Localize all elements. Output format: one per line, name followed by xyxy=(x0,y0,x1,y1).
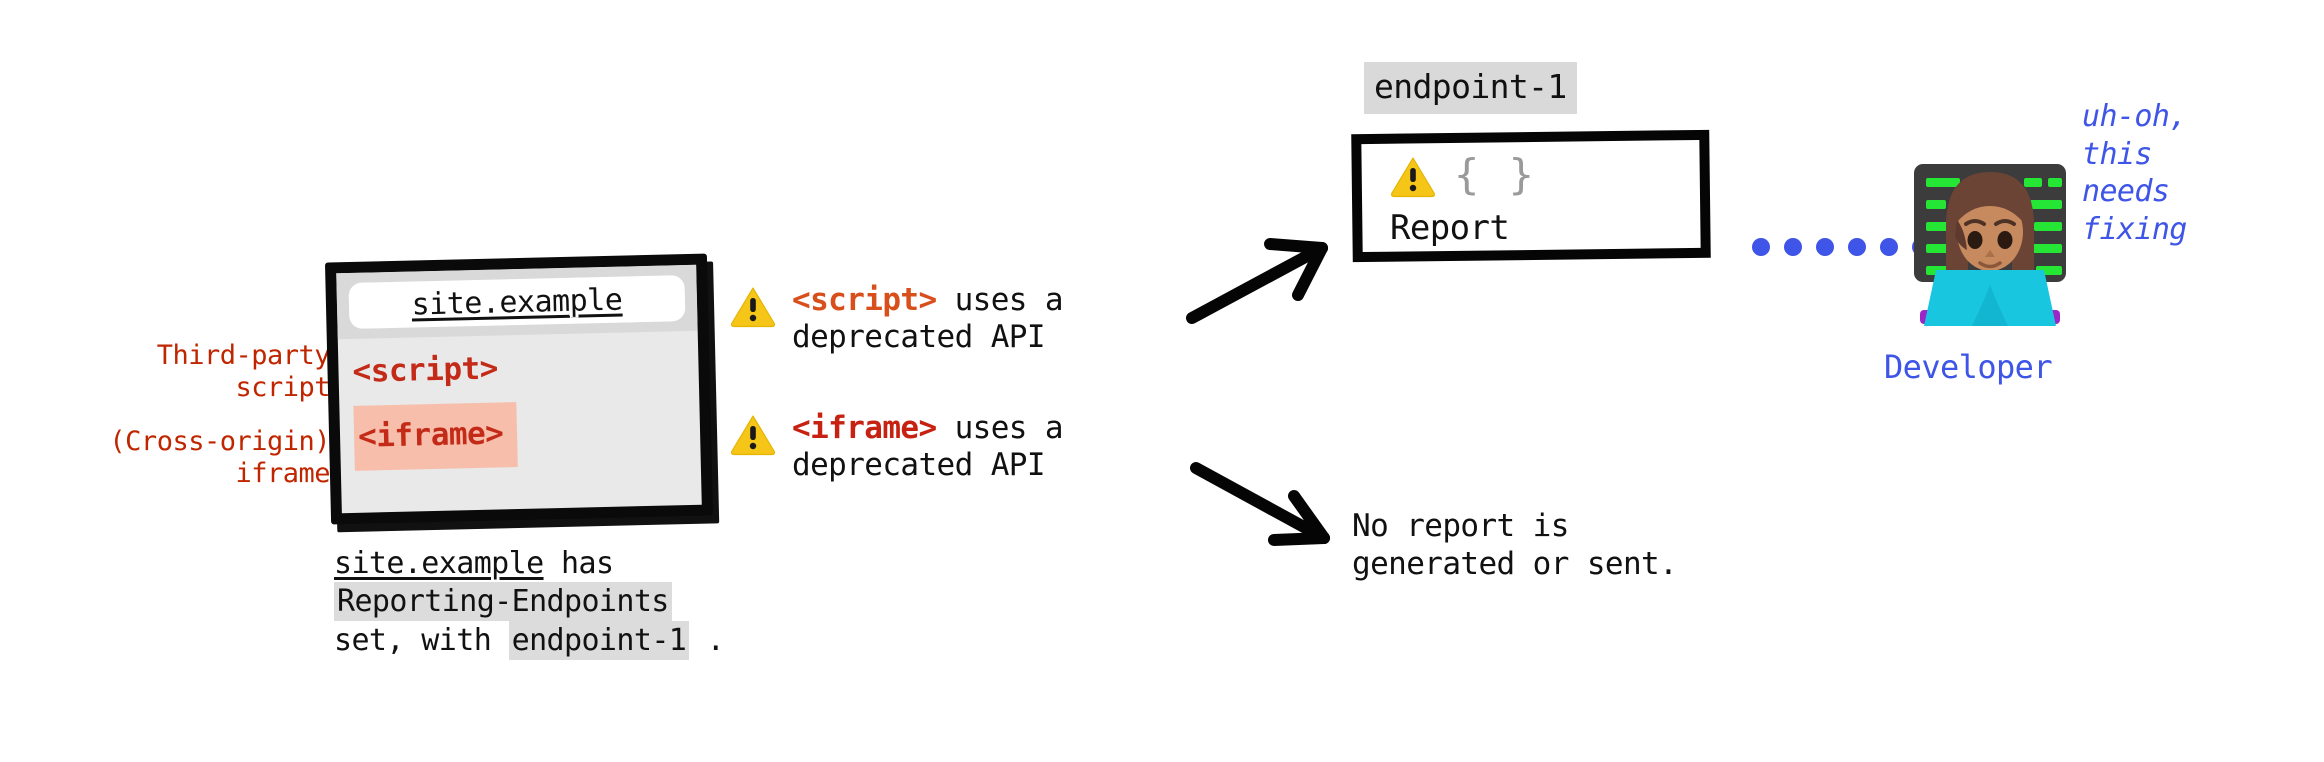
developer-caption: Developer xyxy=(1884,348,2053,386)
warning-script-code: <script> xyxy=(792,282,937,318)
caption-line-1: site.example has xyxy=(334,545,894,583)
arrow-up-right-icon xyxy=(1186,238,1328,324)
woman-technologist-emoji xyxy=(1906,160,2074,332)
cross-origin-iframe-line2: iframe xyxy=(235,457,330,489)
warning-triangle-icon xyxy=(1390,156,1436,198)
cross-origin-iframe-label: (Cross-origin) iframe xyxy=(100,426,330,490)
connector-dot xyxy=(1752,238,1770,256)
developer-speech-line-2: this xyxy=(2082,136,2152,172)
browser-window: site.example <script> <iframe> xyxy=(324,253,720,533)
arrow-down-right-icon xyxy=(1190,462,1330,546)
third-party-script-label: Third-party script xyxy=(100,340,331,404)
third-party-script-line1: Third-party xyxy=(156,340,331,371)
caption-line-2: Reporting-Endpoints xyxy=(334,582,894,622)
warning-row-iframe: <iframe> uses a deprecated API xyxy=(730,410,1064,483)
endpoint-label-chip: endpoint-1 xyxy=(1364,62,1577,114)
caption-line-3: set, with endpoint-1 . xyxy=(334,620,894,660)
caption-endpoint-chip: endpoint-1 xyxy=(508,620,690,660)
warning-script-line-1: <script> uses a xyxy=(792,282,1064,319)
caption-has-word: has xyxy=(561,546,614,581)
iframe-tag-text: <iframe> xyxy=(353,402,519,471)
connector-dot xyxy=(1848,238,1866,256)
dotted-connector xyxy=(1752,238,1930,256)
third-party-script-line2: script xyxy=(235,371,330,403)
warning-triangle-icon xyxy=(730,286,776,328)
developer-speech-line-3: needs xyxy=(2082,174,2170,209)
caption-reporting-endpoints-chip: Reporting-Endpoints xyxy=(334,582,672,622)
caption-period: . xyxy=(706,622,725,658)
warning-script-rest: uses a xyxy=(954,282,1064,318)
report-word: Report xyxy=(1390,208,1510,248)
no-report-line-2: generated or sent. xyxy=(1352,545,1678,582)
warning-iframe-rest: uses a xyxy=(954,410,1064,446)
caption-site-name: site.example xyxy=(334,546,544,581)
warning-iframe-line-2: deprecated API xyxy=(792,446,1045,483)
endpoint-box-content: { } Report xyxy=(1390,150,1670,249)
warning-iframe-line-1: <iframe> uses a xyxy=(792,410,1064,447)
developer-speech-text: uh-oh, this needs fixing xyxy=(2082,98,2187,248)
cross-origin-iframe-line1: (Cross-origin) xyxy=(109,425,330,457)
report-icon-row: { } xyxy=(1390,150,1670,200)
browser-window-frame: site.example <script> <iframe> xyxy=(324,253,714,525)
browser-content: <script> <iframe> xyxy=(338,331,701,471)
browser-chrome: site.example xyxy=(336,264,698,340)
connector-dot xyxy=(1784,238,1802,256)
warning-iframe-code: <iframe> xyxy=(792,410,937,446)
warning-script-line-2: deprecated API xyxy=(792,318,1045,355)
developer-speech-line-1: uh-oh, xyxy=(2082,99,2187,134)
caption-set-with: set, with xyxy=(334,622,492,658)
script-tag-text: <script> xyxy=(352,350,499,390)
no-report-line-1: No report is xyxy=(1352,508,1569,544)
url-text: site.example xyxy=(411,282,623,323)
developer-speech-line-4: fixing xyxy=(2082,211,2187,247)
browser-caption: site.example has Reporting-Endpoints set… xyxy=(334,545,894,660)
url-bar[interactable]: site.example xyxy=(348,275,686,329)
side-annotations: Third-party script (Cross-origin) iframe xyxy=(100,340,330,489)
no-report-text: No report is generated or sent. xyxy=(1352,508,1678,584)
connector-dot xyxy=(1816,238,1834,256)
warning-row-script: <script> uses a deprecated API xyxy=(730,282,1064,355)
json-braces-icon: { } xyxy=(1454,150,1536,199)
warning-text-script: <script> uses a deprecated API xyxy=(792,282,1064,355)
warning-triangle-icon xyxy=(730,414,776,456)
warning-text-iframe: <iframe> uses a deprecated API xyxy=(792,410,1064,483)
connector-dot xyxy=(1880,238,1898,256)
